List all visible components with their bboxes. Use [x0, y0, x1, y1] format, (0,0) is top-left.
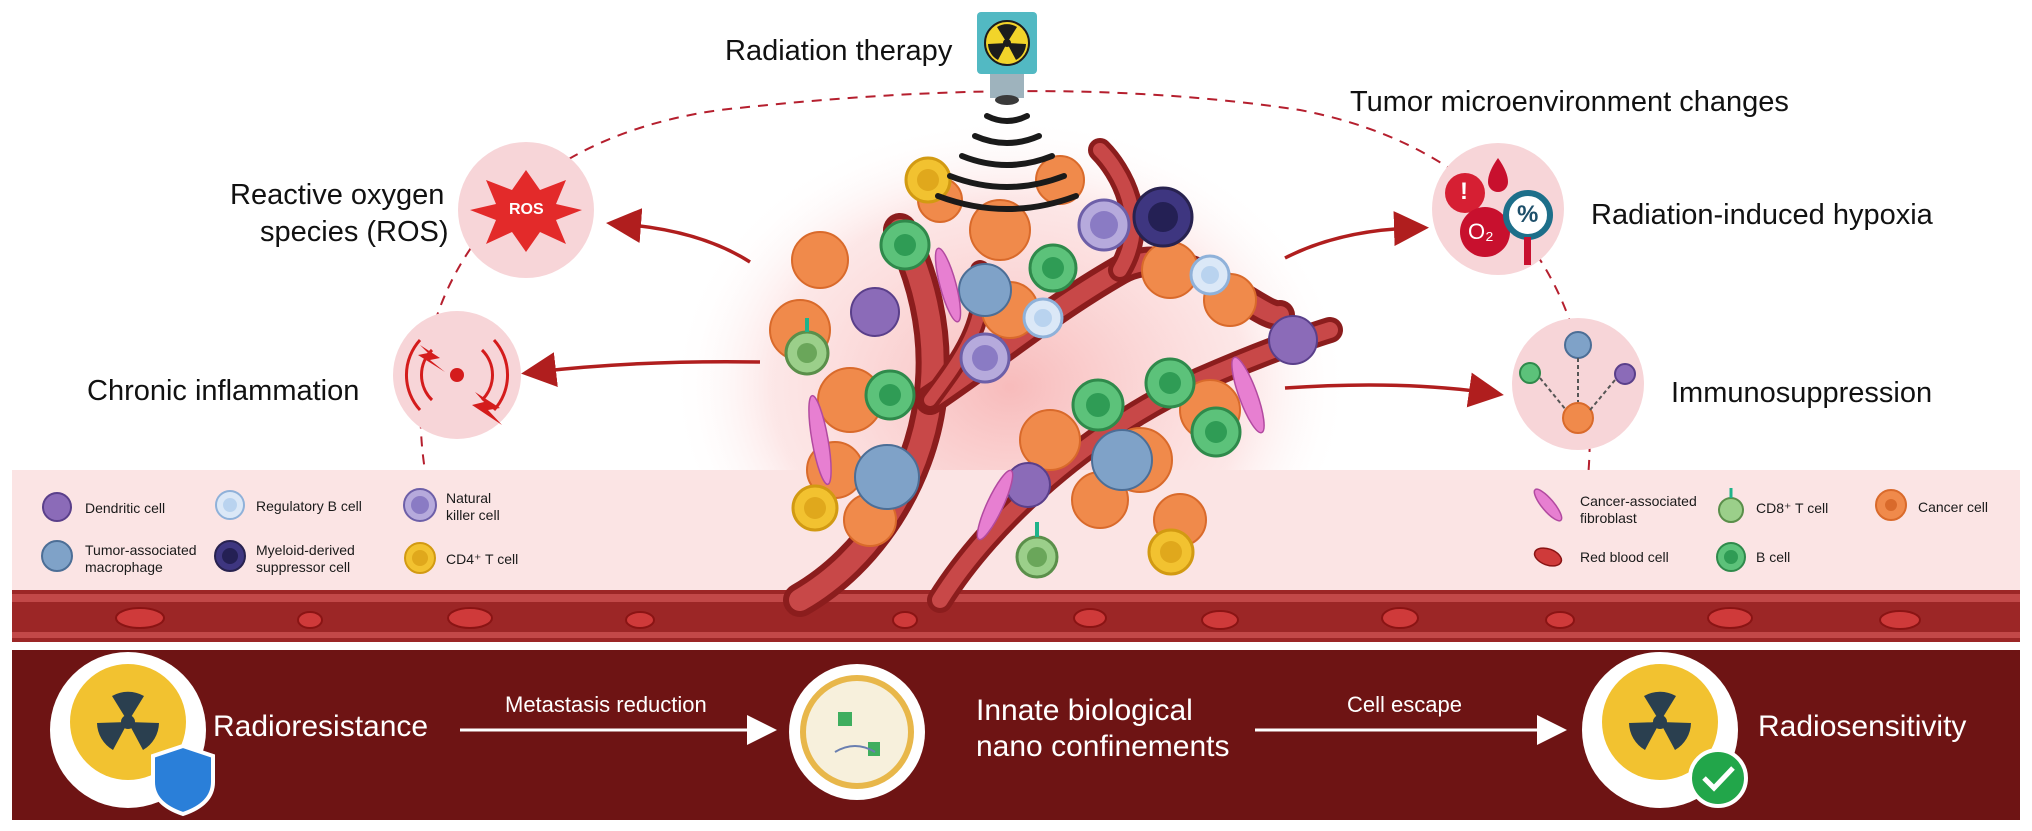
dendritic-cells — [850, 287, 1318, 508]
innate-label-line1: Innate biological — [976, 694, 1193, 727]
legend-cd8-t-cell: CD8⁺ T cell — [1756, 500, 1829, 516]
red-blood-cells — [115, 607, 1921, 630]
legend-dendritic-cell: Dendritic cell — [85, 500, 166, 516]
radiation-waves — [935, 113, 1079, 212]
legend-icons-right — [1533, 488, 1907, 572]
immunosuppression-circle — [1512, 318, 1644, 450]
inflammation-circle — [393, 311, 521, 439]
effect-arrows — [521, 208, 1504, 408]
hypoxia-o2-text: O₂ — [1468, 219, 1494, 244]
ros-circle — [458, 142, 594, 278]
macrophages — [854, 263, 1153, 510]
cd4-t-cells — [791, 156, 1195, 576]
radiation-device — [977, 12, 1037, 105]
legend-nk-line2: killer cell — [446, 507, 500, 523]
legend-caf-line2: fibroblast — [1580, 510, 1637, 526]
hypoxia-label: Radiation-induced hypoxia — [1591, 199, 1933, 231]
nano-confinement-icon — [789, 664, 925, 800]
ros-badge-text: ROS — [509, 201, 544, 218]
hypoxia-alert-text: ! — [1460, 178, 1468, 205]
metastasis-reduction-label: Metastasis reduction — [505, 692, 707, 717]
legend-cd4-t-cell: CD4⁺ T cell — [446, 551, 519, 567]
radioresistance-icon — [50, 652, 215, 817]
ros-label-line2: species (ROS) — [260, 216, 449, 248]
ros-label-line1: Reactive oxygen — [230, 179, 445, 211]
legend-mdsc-line1: Myeloid-derived — [256, 542, 355, 558]
legend-caf-line1: Cancer-associated — [1580, 493, 1697, 509]
nk-cells — [959, 198, 1131, 384]
legend-cancer-cell: Cancer cell — [1918, 499, 1989, 515]
tme-changes-label: Tumor microenvironment changes — [1350, 86, 1789, 118]
legend-nk-line1: Natural — [446, 490, 492, 506]
hypoxia-circle — [1432, 143, 1564, 275]
mdsc-cells — [1132, 186, 1194, 248]
legend-tam-line2: macrophage — [85, 559, 163, 575]
legend-tam-line1: Tumor-associated — [85, 542, 197, 558]
legend-icons-left — [41, 488, 437, 574]
chronic-inflammation-label: Chronic inflammation — [87, 375, 360, 407]
legend-red-blood-cell: Red blood cell — [1580, 549, 1669, 565]
breg-cells — [1022, 254, 1231, 339]
b-cells — [864, 219, 1242, 458]
radiation-therapy-label: Radiation therapy — [725, 35, 953, 67]
cd8-t-cells — [784, 318, 1059, 579]
fibroblasts — [808, 247, 1265, 541]
legend-b-cell: B cell — [1756, 549, 1791, 565]
radiosensitivity-icon — [1582, 652, 1748, 808]
innate-label-line2: nano confinements — [976, 730, 1230, 763]
radiosensitivity-label: Radiosensitivity — [1758, 710, 1967, 743]
cell-escape-label: Cell escape — [1347, 692, 1462, 717]
hypoxia-percent-text: % — [1517, 201, 1539, 228]
legend-regulatory-b-cell: Regulatory B cell — [256, 498, 362, 514]
legend-mdsc-line2: suppressor cell — [256, 559, 351, 575]
radioresistance-label: Radioresistance — [213, 710, 429, 743]
immunosuppression-label: Immunosuppression — [1671, 377, 1933, 409]
